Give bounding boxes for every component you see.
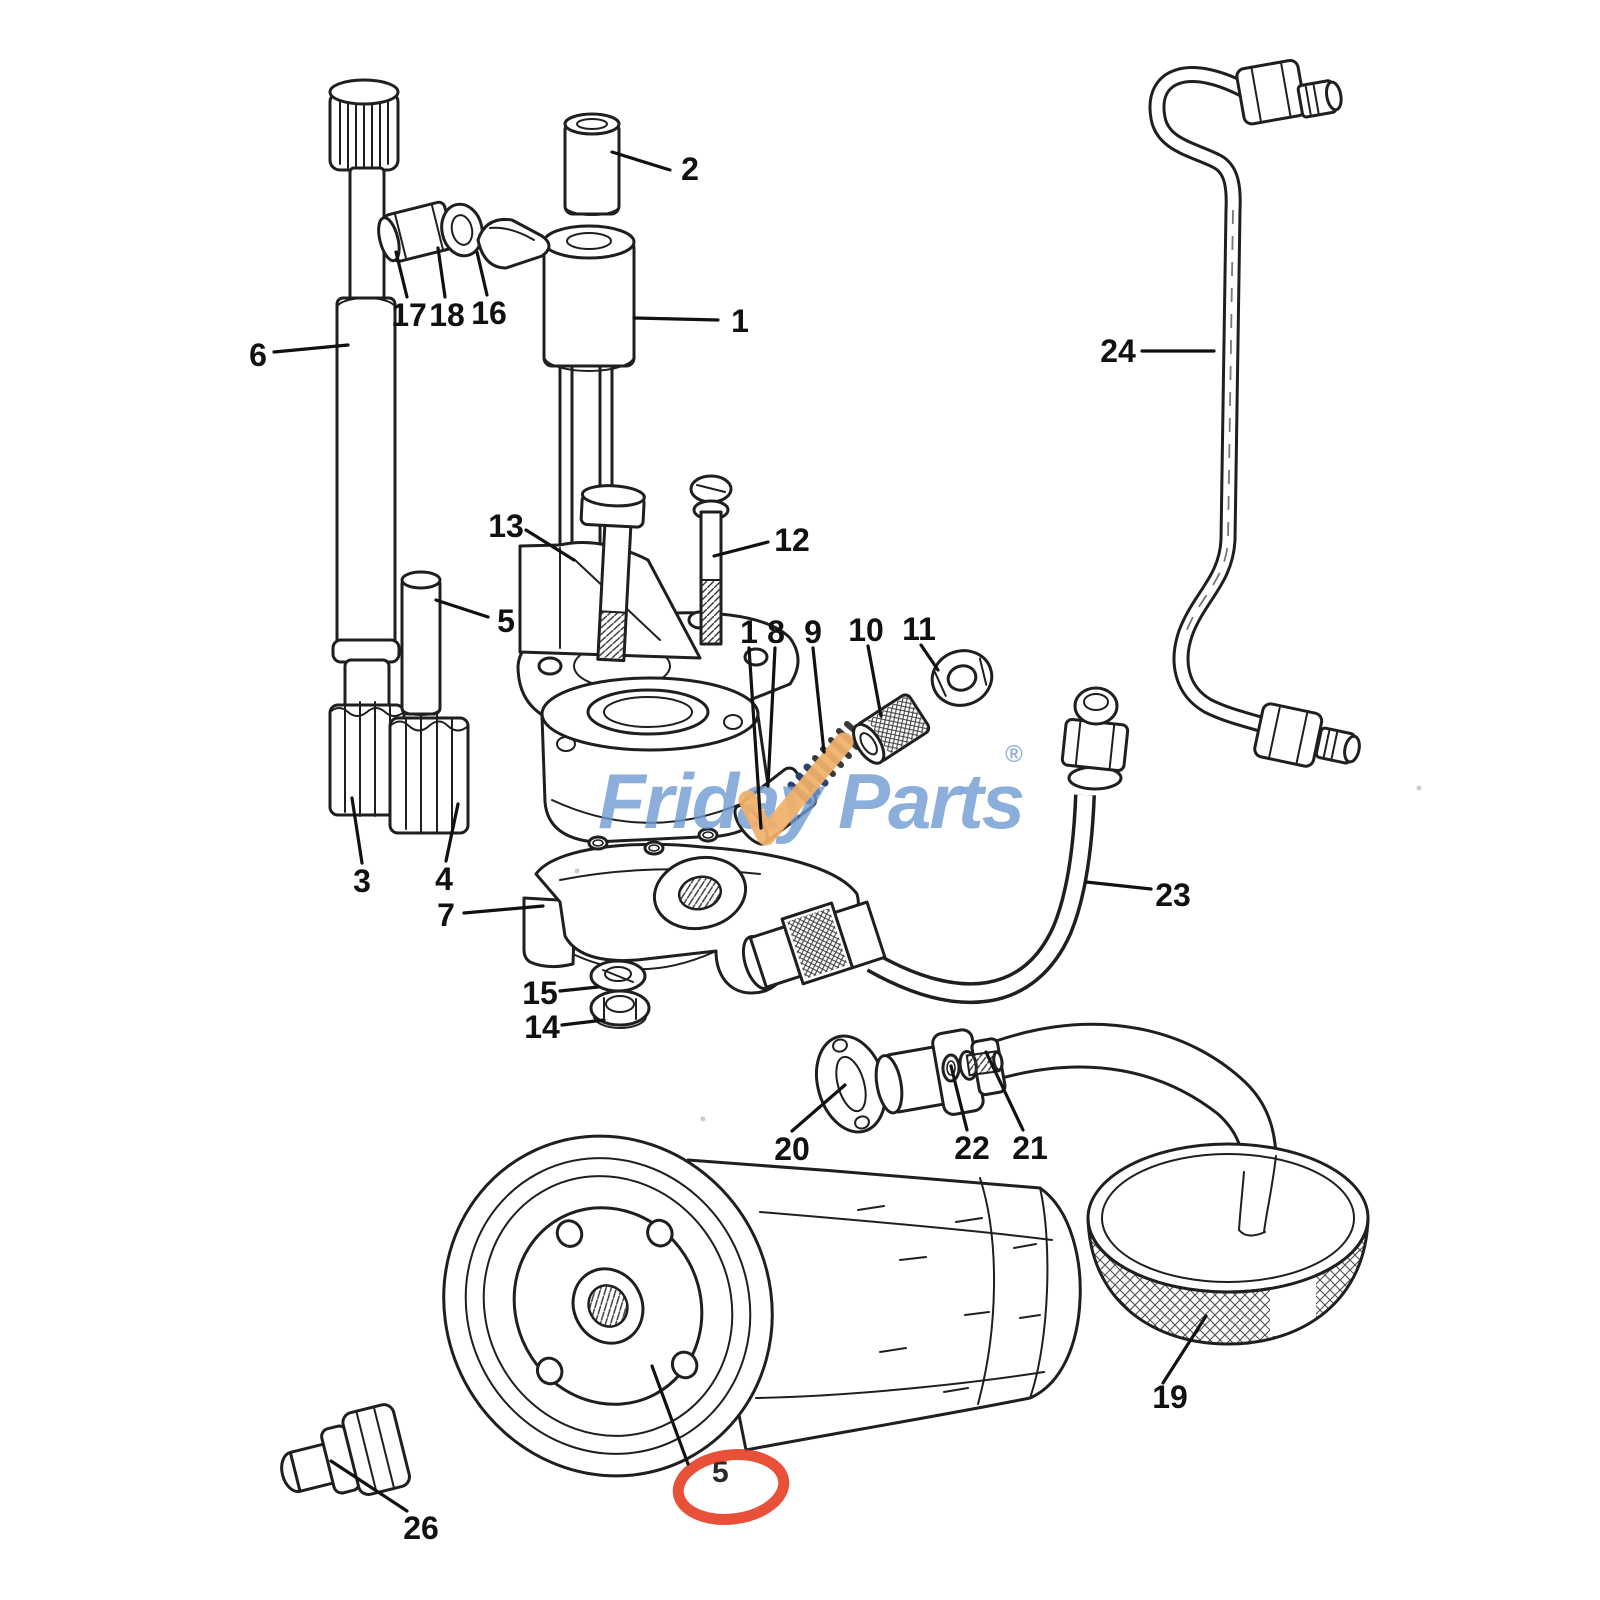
fitting-26-drawing (280, 1403, 411, 1497)
leader-line-12 (712, 540, 770, 558)
part-label-17: 17 (391, 297, 427, 333)
gear-4-drawing (388, 714, 470, 835)
part-label-2: 2 (681, 151, 699, 187)
leader-line-5 (434, 598, 490, 619)
part-label-19: 19 (1152, 1379, 1188, 1415)
part-label-18: 18 (429, 297, 465, 333)
leader-line-22 (949, 1064, 969, 1132)
scan-specks (574, 785, 1422, 1122)
leader-line-9 (811, 646, 826, 754)
elbow-16-drawing (476, 217, 551, 270)
fitting-17-drawing (377, 200, 456, 263)
leader-line-1-mid (747, 646, 763, 830)
strainer-19-drawing (1086, 1142, 1370, 1346)
part-label-21: 21 (1012, 1130, 1048, 1166)
part-label-4: 4 (435, 861, 453, 897)
part-label-7: 7 (437, 897, 455, 933)
part-label-14: 14 (524, 1009, 560, 1045)
hose-23-drawing (866, 794, 1096, 1005)
part-label-3: 3 (353, 863, 371, 899)
leader-line-20 (790, 1083, 847, 1133)
part-label-1-top: 1 (731, 303, 749, 339)
red-highlight-oval (672, 1449, 790, 1525)
leader-line-1-top (632, 316, 720, 322)
leader-line-23 (1084, 880, 1153, 891)
bolt-13-drawing (579, 484, 646, 663)
leader-line-19 (1161, 1314, 1208, 1385)
pump-mid-block-drawing (540, 676, 771, 844)
leader-line-11 (919, 643, 940, 672)
leader-line-4 (444, 802, 460, 863)
leader-line-21 (984, 1050, 1025, 1132)
part-label-15: 15 (522, 975, 558, 1011)
leader-line-16 (475, 250, 489, 297)
leader-line-15 (558, 985, 600, 993)
leader-line-26 (329, 1459, 409, 1513)
leader-line-25-filter (650, 1364, 690, 1466)
leader-line-18 (436, 246, 447, 299)
part-label-22: 22 (954, 1130, 990, 1166)
part-label-11: 11 (902, 611, 936, 647)
leader-line-3 (350, 796, 364, 865)
part-label-26: 26 (403, 1510, 439, 1546)
bolt-21-drawing (958, 1049, 1004, 1081)
watermark-check-icon (738, 732, 854, 846)
leader-line-6 (272, 343, 350, 354)
part-label-8: 8 (767, 614, 785, 650)
pipe-24-drawing (1148, 58, 1361, 768)
highlight-group: 5 (672, 1449, 790, 1525)
suction-boss-drawing (874, 1028, 1007, 1116)
leader-line-2 (610, 150, 672, 172)
cylinder-1-drawing (542, 224, 636, 648)
registered-trademark-icon: ® (1005, 741, 1023, 768)
leader-line-13 (524, 528, 576, 562)
bolt-12-drawing (689, 474, 733, 646)
gear-3-drawing (328, 701, 406, 817)
part-label-24: 24 (1100, 333, 1136, 369)
hose-23-top-fitting-drawing (1060, 686, 1130, 791)
shaft-5-drawing (400, 570, 442, 716)
part-label-23: 23 (1155, 877, 1191, 913)
leader-line-10 (866, 644, 883, 718)
part-label-20: 20 (774, 1131, 810, 1167)
part-label-1-mid: 1 (740, 614, 758, 650)
fitting-10-drawing (852, 693, 931, 765)
flange-20-drawing (815, 1034, 887, 1134)
leader-line-7 (462, 904, 545, 915)
part-label-16: 16 (471, 295, 507, 331)
part-label-12: 12 (774, 522, 810, 558)
partial-part-number: 5 (712, 1456, 729, 1489)
watermark: Friday Parts ® (598, 732, 1025, 846)
part-label-6: 6 (249, 337, 267, 373)
dipstick-tube-drawing (328, 78, 401, 727)
washer-18-drawing (440, 202, 484, 258)
tube-2-drawing (563, 112, 621, 216)
nut-14-drawing (589, 989, 651, 1029)
oil-filter-drawing (442, 1134, 1082, 1478)
part-label-10: 10 (848, 612, 884, 648)
part-label-9: 9 (804, 614, 822, 650)
washer-15-drawing (589, 959, 647, 993)
leader-line-8 (766, 646, 777, 788)
part-label-5: 5 (497, 603, 515, 639)
watermark-text-right: Parts (838, 757, 1023, 845)
leader-line-17 (394, 250, 409, 299)
leader-line-14 (560, 1018, 606, 1027)
part-label-13: 13 (488, 508, 524, 544)
pump-outlet-fitting-drawing (741, 900, 887, 991)
nut-11-drawing (930, 649, 994, 707)
